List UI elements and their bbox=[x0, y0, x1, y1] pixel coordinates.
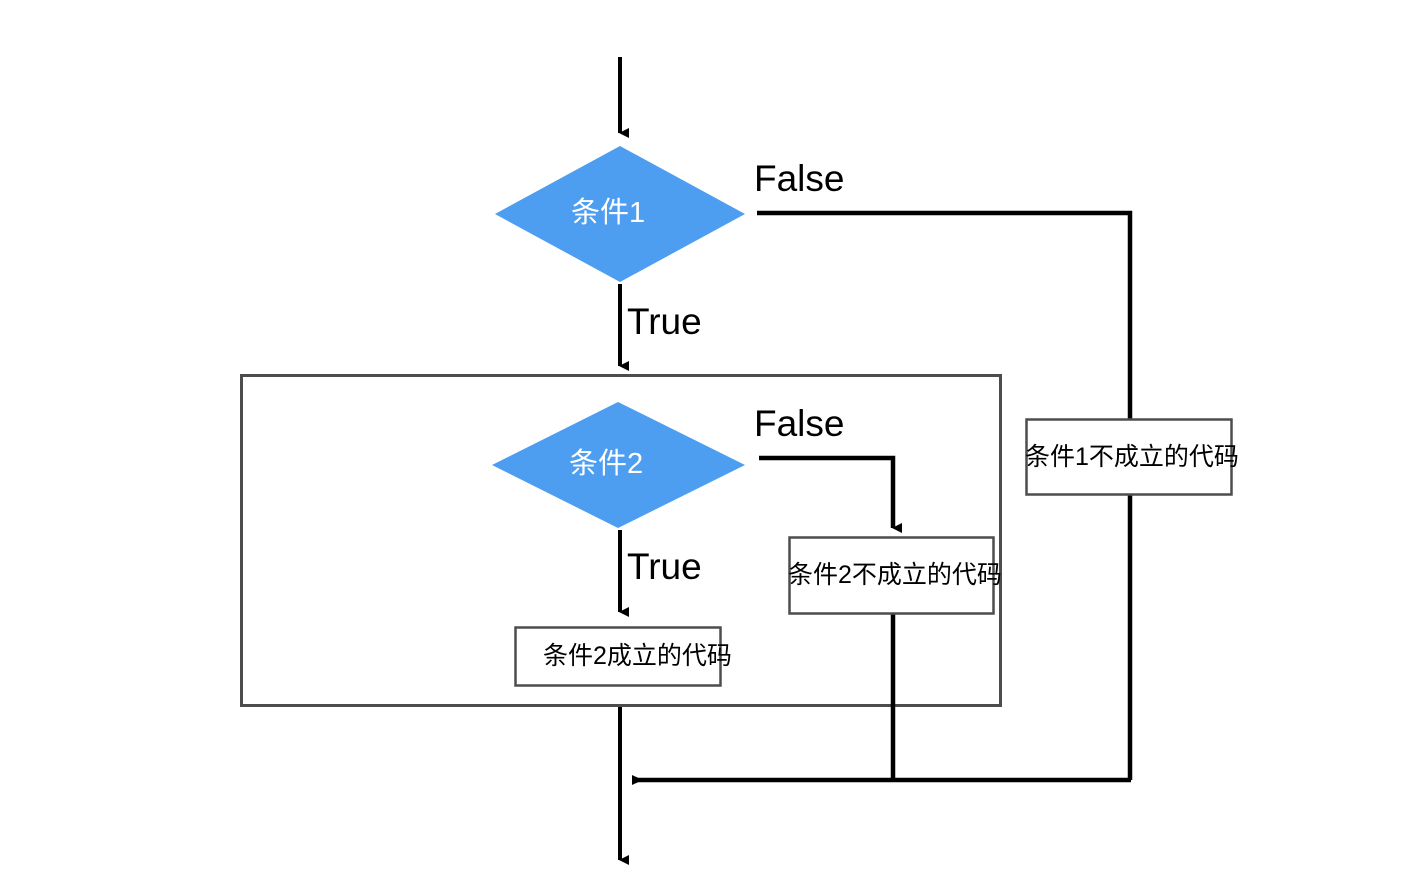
decision1-diamond bbox=[495, 146, 745, 282]
cond1-true-edge-label: True bbox=[627, 301, 702, 342]
cond1-false-box-label: 条件1不成立的代码 bbox=[1025, 443, 1239, 471]
inner-container-rect bbox=[240, 374, 1002, 707]
cond2-false-edge-label: False bbox=[754, 403, 845, 444]
cond2-true-box-label: 条件2成立的代码 bbox=[543, 642, 732, 670]
cond1-false-edge-label: False bbox=[754, 158, 845, 199]
cond1-false-path bbox=[757, 210, 1133, 780]
decision2-label: 条件2 bbox=[569, 448, 644, 480]
decision2-diamond bbox=[492, 402, 745, 528]
cond1-false-box-rect bbox=[1025, 418, 1233, 496]
cond2-true-edge-label: True bbox=[627, 546, 702, 587]
cond2-true-box-rect bbox=[514, 626, 722, 687]
cond2-false-box-rect bbox=[788, 536, 995, 615]
cond2-false-path bbox=[759, 455, 902, 533]
cond2-false-box-label: 条件2不成立的代码 bbox=[788, 561, 1002, 589]
decision1-label: 条件1 bbox=[571, 197, 646, 229]
